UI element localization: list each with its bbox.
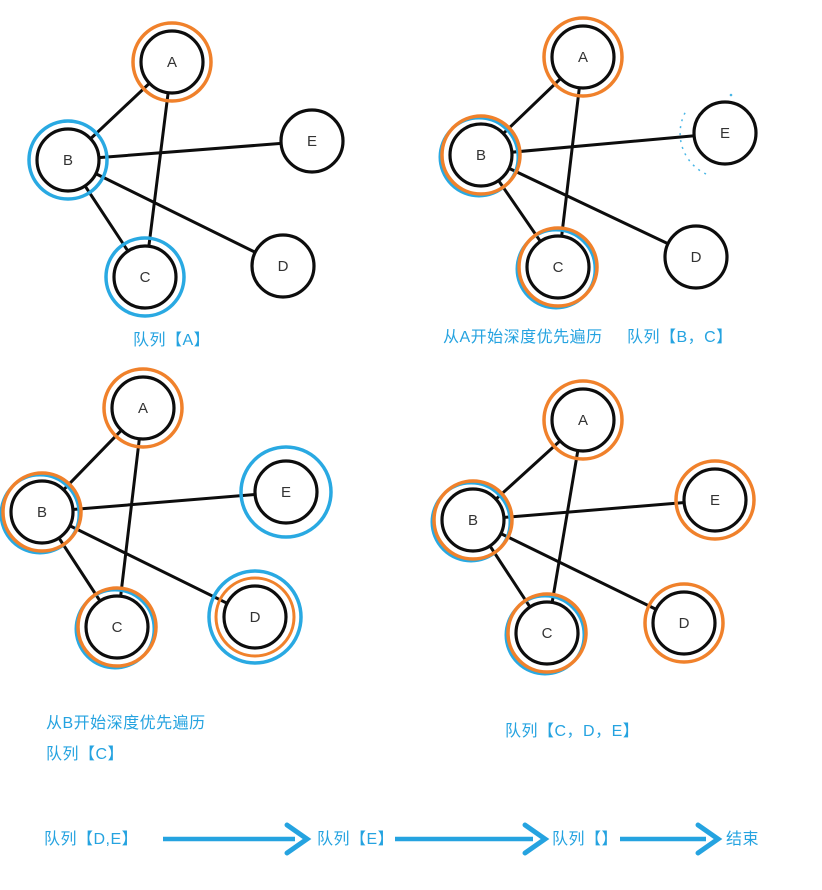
node-label-A: A [578, 412, 588, 429]
node-label-D: D [250, 609, 261, 626]
edge-A-C [556, 55, 585, 269]
node-circle-C [84, 594, 150, 660]
node-ring-orange-B [1, 471, 83, 553]
node-label-D: D [679, 615, 690, 632]
node-label-A: A [167, 54, 177, 71]
node-ring-blue-remnant-B [0, 473, 81, 555]
node-label-B: B [63, 152, 73, 169]
node-label-E: E [281, 484, 291, 501]
queue-label-step1: 队列【A】 [133, 332, 211, 349]
edge-B-E [479, 131, 727, 157]
erased-ring-dot-E [729, 93, 733, 97]
node-label-A: A [138, 400, 148, 417]
flow-queue-empty: 队列【】 [552, 831, 619, 848]
graph-step-3: A B C D E [0, 367, 333, 670]
node-circle-E [682, 467, 748, 533]
node-ring-orange-C [76, 586, 158, 668]
node-circle-A [550, 24, 616, 90]
node-circle-B [448, 122, 514, 188]
node-label-D: D [278, 258, 289, 275]
erased-ring-arc-E [679, 110, 707, 175]
node-circle-B [440, 487, 506, 553]
flow-arrow-2 [395, 822, 550, 856]
graph-step-4: A B C D E [430, 379, 756, 676]
node-label-A: A [578, 49, 588, 66]
node-ring-blue-remnant-B [438, 116, 520, 198]
traversal-note-step2: 从A开始深度优先遍历 [443, 329, 603, 346]
node-label-C: C [542, 625, 553, 642]
node-ring-orange-A [131, 21, 213, 103]
graph-step-1: A B C D E [27, 21, 345, 318]
flow-end-label: 结束 [726, 831, 760, 848]
node-ring-orange-C [517, 226, 599, 308]
flow-arrow-1 [163, 822, 312, 856]
edge-A-C [143, 60, 174, 279]
node-circle-A [139, 29, 205, 95]
node-circle-D [651, 590, 717, 656]
traversal-note-step3: 从B开始深度优先遍历 [46, 715, 206, 732]
node-ring-orange-C [506, 592, 588, 674]
node-circle-B [35, 127, 101, 193]
node-circle-E [253, 459, 319, 525]
node-ring-orange-A [542, 379, 624, 461]
node-circle-E [692, 100, 758, 166]
queue-label-step3: 队列【C】 [46, 746, 125, 763]
node-label-E: E [307, 133, 317, 150]
node-ring-orange-A [102, 367, 184, 449]
node-circle-B [9, 479, 75, 545]
graph-step-2: A B C D E [438, 16, 758, 310]
node-ring-blue-C [104, 236, 186, 318]
node-label-E: E [720, 125, 730, 142]
node-circle-A [110, 375, 176, 441]
node-ring-blue-remnant-C [74, 588, 156, 670]
node-label-B: B [468, 512, 478, 529]
node-label-D: D [691, 249, 702, 266]
node-ring-orange-A [542, 16, 624, 98]
flow-queue-e: 队列【E】 [317, 831, 395, 848]
node-ring-orange-E [674, 459, 756, 541]
edge-B-E [66, 139, 314, 162]
arrow-head [522, 822, 550, 856]
node-ring-orange-B [440, 114, 522, 196]
node-circle-D [222, 584, 288, 650]
node-ring-blue-remnant-B [430, 481, 512, 563]
edge-B-E [40, 490, 288, 514]
node-ring-blue-remnant-C [515, 228, 597, 310]
node-ring-orange-D [643, 582, 725, 664]
node-ring-blue-B [27, 119, 109, 201]
arrow-head [284, 822, 312, 856]
node-ring-orange-D [214, 576, 296, 658]
node-circle-C [112, 244, 178, 310]
flow-arrow-3 [620, 822, 723, 856]
node-label-E: E [710, 492, 720, 509]
node-circle-C [525, 234, 591, 300]
node-circle-A [550, 387, 616, 453]
queue-label-step4: 队列【C，D，E】 [505, 723, 640, 740]
node-label-C: C [553, 259, 564, 276]
node-label-C: C [140, 269, 151, 286]
node-ring-blue-remnant-C [504, 594, 586, 676]
node-label-B: B [37, 504, 47, 521]
node-ring-blue-E [239, 445, 333, 539]
node-label-B: B [476, 147, 486, 164]
flow-queue-de: 队列【D,E】 [44, 831, 139, 848]
node-label-C: C [112, 619, 123, 636]
node-circle-D [250, 233, 316, 299]
node-ring-orange-B [432, 479, 514, 561]
queue-label-step2: 队列【B，C】 [627, 329, 733, 346]
arrow-head [695, 822, 723, 856]
node-ring-blue-D [207, 569, 303, 665]
node-circle-E [279, 108, 345, 174]
node-circle-D [663, 224, 729, 290]
node-circle-C [514, 600, 580, 666]
